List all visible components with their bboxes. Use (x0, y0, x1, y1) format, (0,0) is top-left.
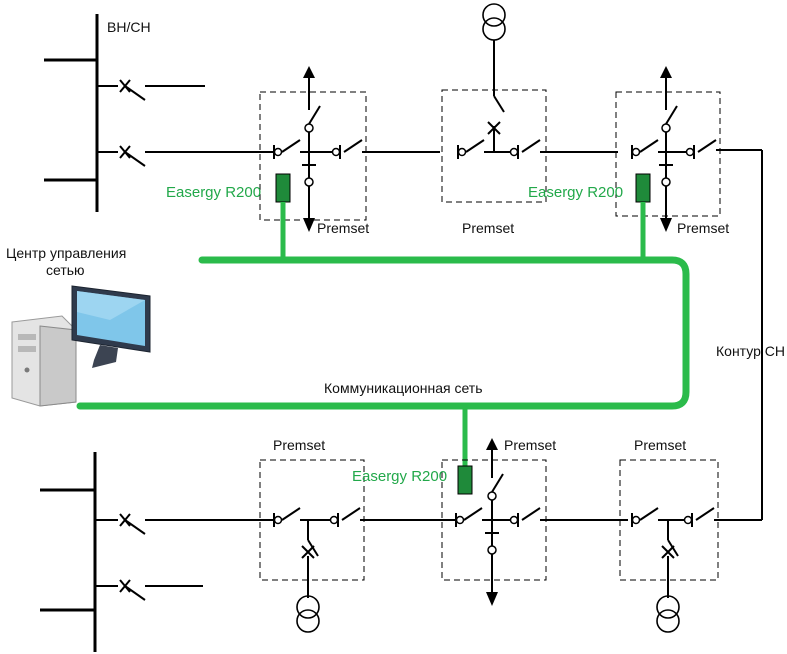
premset-bottom-left (259, 459, 456, 633)
control-center-label-line1: Центр управления (6, 245, 126, 261)
control-center-label-line2: сетью (46, 262, 85, 278)
premset-top-middle (441, 3, 618, 203)
busbar-label: ВН/СН (107, 19, 151, 35)
premset-bottom-middle (441, 438, 628, 606)
loop-label: Контур СН (716, 343, 785, 359)
premset-label-top-left: Premset (317, 220, 369, 236)
easergy-label-top-right: Easergy R200 (528, 184, 623, 201)
premset-label-bottom-left: Premset (273, 437, 325, 453)
easergy-label-top-left: Easergy R200 (166, 184, 261, 201)
premset-bottom-right (619, 459, 719, 633)
transformer-icon (656, 595, 680, 633)
premset-top-left (259, 66, 440, 232)
substation-busbar-top (44, 14, 274, 212)
transformer-icon (296, 595, 320, 633)
easergy-device-top-left (275, 173, 291, 203)
premset-label-top-middle: Premset (462, 220, 514, 236)
transformer-icon (482, 3, 506, 41)
premset-label-bottom-right: Premset (634, 437, 686, 453)
network-label: Коммуникационная сеть (324, 380, 483, 396)
easergy-device-top-right (635, 173, 651, 203)
computer-icon (11, 285, 151, 407)
easergy-device-bottom (457, 465, 473, 495)
premset-label-top-right: Premset (677, 220, 729, 236)
premset-label-bottom-middle: Premset (504, 437, 556, 453)
easergy-label-bottom: Easergy R200 (352, 468, 447, 485)
substation-busbar-bottom (40, 452, 274, 652)
premset-top-right (615, 66, 762, 232)
communication-network (76, 256, 690, 410)
